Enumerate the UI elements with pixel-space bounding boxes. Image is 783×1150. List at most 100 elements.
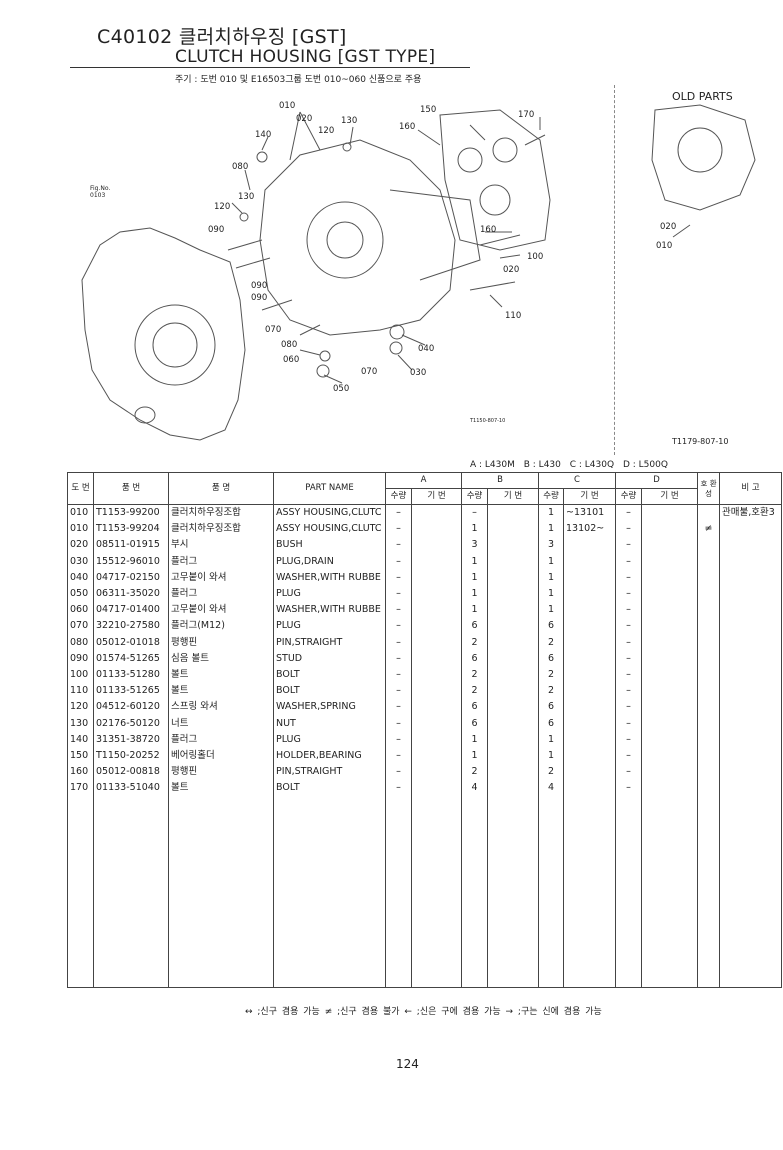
b-serial-cell — [487, 553, 540, 570]
col-model-a: A — [384, 472, 463, 489]
b-qty-cell: 6 — [461, 715, 489, 732]
ref-cell: 060 — [67, 602, 94, 619]
d-serial-cell — [641, 586, 699, 603]
bearing-holder-shape — [439, 109, 551, 251]
a-serial-cell — [410, 683, 463, 700]
a-qty-cell: – — [385, 634, 412, 651]
engine-boss-shape — [134, 406, 156, 424]
d-serial-cell — [641, 618, 699, 635]
d-serial-cell — [641, 634, 699, 651]
callout-label: 040 — [418, 344, 435, 354]
d-serial-cell — [641, 553, 699, 570]
plug-shape-140 — [256, 151, 268, 163]
d-qty-cell: – — [615, 634, 643, 651]
part-no-cell: 08511-01915 — [93, 537, 169, 554]
callout-label: 030 — [410, 368, 427, 378]
callout-label: 020 — [503, 265, 520, 275]
filler-cell — [93, 796, 169, 988]
b-qty-cell: 1 — [461, 602, 489, 619]
part-name-cell: STUD — [273, 650, 386, 668]
a-qty-cell: – — [385, 586, 412, 603]
b-serial-cell — [487, 748, 540, 765]
d-serial-cell — [641, 683, 699, 700]
drawing-code-ref: T1179-807-10 — [672, 437, 729, 446]
a-serial-cell — [410, 731, 463, 749]
model-a: A : L430M — [470, 460, 515, 470]
b-qty-cell: 2 — [461, 634, 489, 651]
c-qty-cell: 4 — [538, 780, 565, 797]
b-serial-cell — [487, 683, 540, 700]
part-name-cell: HOLDER,BEARING — [273, 748, 386, 765]
interchange-cell — [697, 731, 721, 749]
part-name-cell: BOLT — [273, 780, 386, 797]
name-kr-cell: 평행핀 — [168, 634, 274, 651]
a-serial-cell — [410, 569, 463, 587]
c-qty-cell: 3 — [538, 537, 565, 554]
a-qty-cell: – — [385, 618, 412, 635]
d-serial-cell — [641, 521, 699, 538]
table-subheader-row: 수량 기 번 수량 기 번 수량 기 번 수량 기 번 — [68, 488, 782, 505]
b-serial-cell — [487, 537, 540, 554]
a-serial-cell — [410, 650, 463, 668]
a-qty-cell: – — [385, 764, 412, 781]
ref-cell: 150 — [67, 748, 94, 765]
a-serial-cell — [410, 764, 463, 781]
model-b: B : L430 — [523, 460, 561, 470]
remark-cell — [719, 569, 783, 587]
col-model-c: C — [538, 472, 617, 489]
part-name-cell: ASSY HOUSING,CLUTC — [273, 521, 386, 538]
part-name-cell: ASSY HOUSING,CLUTC — [273, 504, 386, 522]
interchange-cell — [697, 715, 721, 732]
c-serial-cell — [563, 715, 617, 732]
d-serial-cell — [641, 650, 699, 668]
b-qty-cell: 4 — [461, 780, 489, 797]
part-no-cell: 05012-01018 — [93, 634, 169, 651]
d-qty-cell: – — [615, 537, 643, 554]
remark-cell — [719, 553, 783, 570]
b-serial-cell — [487, 586, 540, 603]
page-number: 124 — [396, 1057, 419, 1071]
holder-hole-c — [479, 184, 511, 216]
remark-cell — [719, 715, 783, 732]
model-legend: A : L430M B : L430 C : L430Q D : L500Q — [470, 460, 674, 470]
col-b-serial: 기 번 — [487, 488, 540, 505]
col-c-serial: 기 번 — [563, 488, 617, 505]
page-note: 주기 : 도번 010 및 E16503그룹 도번 010~060 신품으로 주… — [175, 75, 422, 85]
a-serial-cell — [410, 521, 463, 538]
d-qty-cell: – — [615, 667, 643, 684]
c-serial-cell — [563, 650, 617, 668]
remark-cell — [719, 731, 783, 749]
filler-cell — [615, 796, 643, 988]
c-serial-cell — [563, 586, 617, 603]
ref-cell: 100 — [67, 667, 94, 684]
a-qty-cell: – — [385, 699, 412, 716]
d-qty-cell: – — [615, 586, 643, 603]
name-kr-cell: 너트 — [168, 715, 274, 732]
ref-cell: 120 — [67, 699, 94, 716]
part-no-cell: T1153-99200 — [93, 504, 169, 522]
leader-lines — [231, 111, 691, 384]
nut-shape-130 — [342, 142, 352, 152]
part-no-cell: 32210-27580 — [93, 618, 169, 635]
engine-bore-inner-shape — [152, 322, 198, 368]
exploded-parts-drawing — [81, 104, 756, 441]
a-qty-cell: – — [385, 748, 412, 765]
callout-label: 110 — [505, 311, 522, 321]
d-serial-cell — [641, 504, 699, 522]
col-a-serial: 기 번 — [410, 488, 463, 505]
c-qty-cell: 1 — [538, 553, 565, 570]
c-serial-cell — [563, 537, 617, 554]
callout-label: 130 — [238, 192, 255, 202]
part-no-cell: 01133-51265 — [93, 683, 169, 700]
ref-cell: 070 — [67, 618, 94, 635]
name-kr-cell: 고무붙이 와셔 — [168, 569, 274, 587]
a-serial-cell — [410, 699, 463, 716]
b-qty-cell: 1 — [461, 748, 489, 765]
callout-label: 140 — [255, 130, 272, 140]
page-code-title: C40102 클러치하우징 [GST] — [97, 26, 347, 48]
